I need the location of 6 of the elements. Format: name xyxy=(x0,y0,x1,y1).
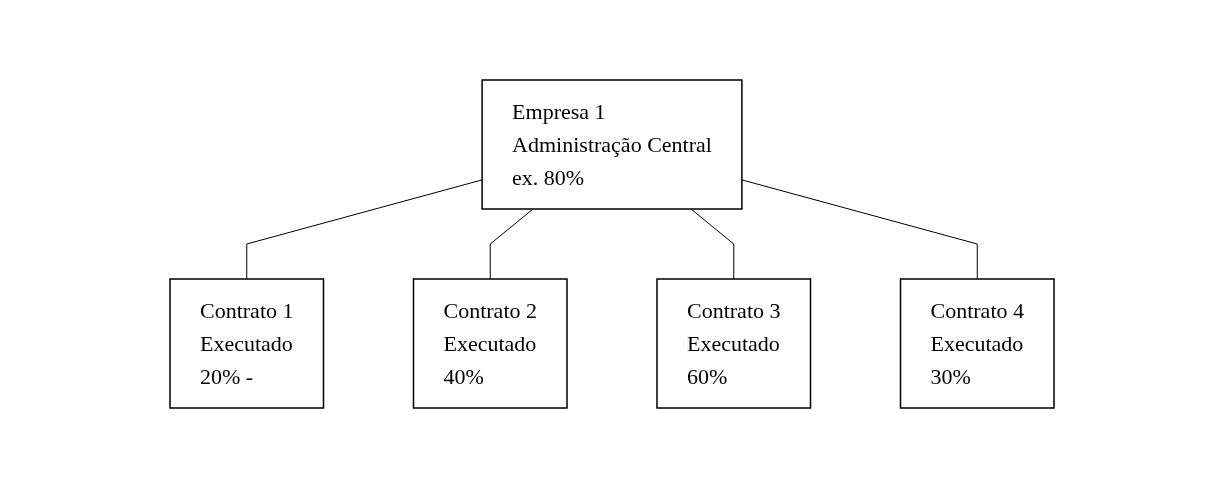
node-box: Contrato 3 Executado 60% xyxy=(655,278,811,409)
node-box: Contrato 2 Executado 40% xyxy=(412,278,568,409)
node-box: Empresa 1 Administração Central ex. 80% xyxy=(480,79,743,210)
node-box: Contrato 4 Executado 30% xyxy=(899,278,1055,409)
connector xyxy=(489,208,534,280)
node-box: Contrato 1 Executado 20% - xyxy=(168,278,324,409)
